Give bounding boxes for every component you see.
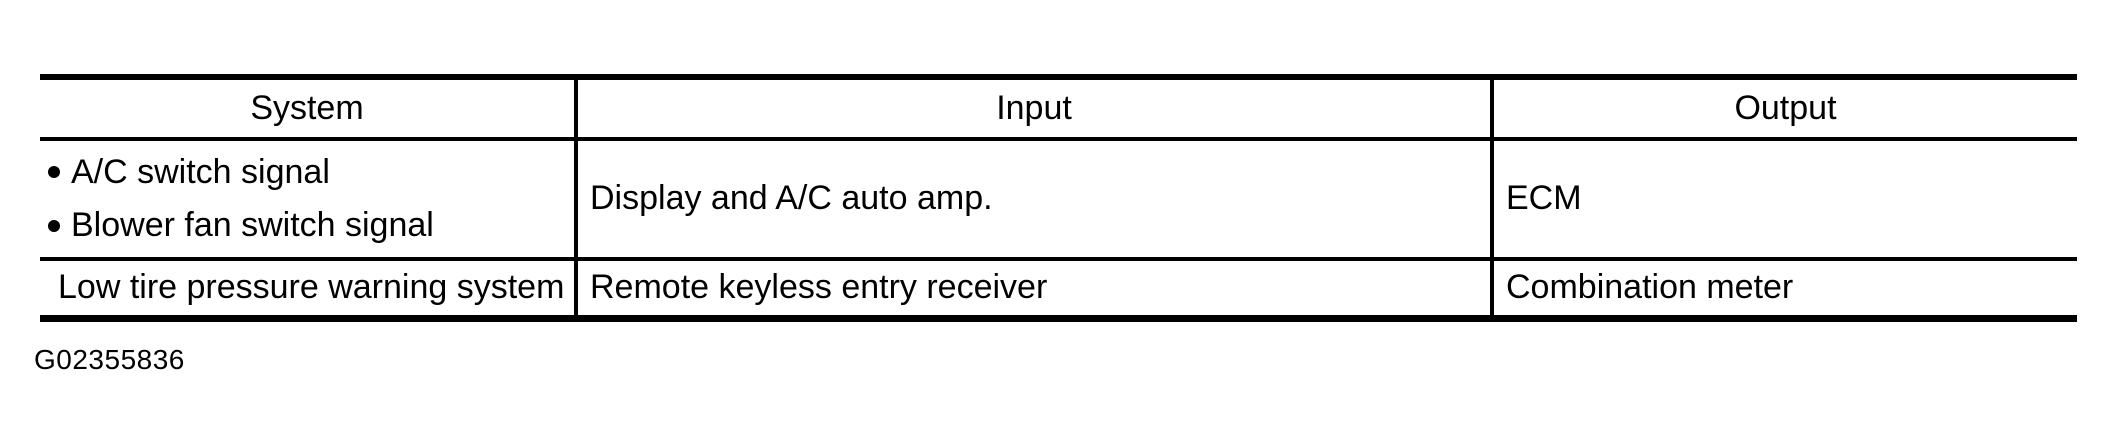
cell-input-row1-text: Display and A/C auto amp. bbox=[590, 179, 993, 218]
list-item: A/C switch signal bbox=[48, 153, 574, 192]
cell-input-row2: Remote keyless entry receiver bbox=[574, 261, 1490, 315]
cell-output-row1: ECM bbox=[1490, 141, 2077, 261]
column-header-system-label: System bbox=[250, 88, 364, 127]
cell-input-row2-text: Remote keyless entry receiver bbox=[590, 268, 1048, 307]
cell-output-row2: Combination meter bbox=[1490, 261, 2077, 315]
system-input-output-table: System Input Output A/C switch signal Bl… bbox=[40, 74, 2077, 322]
list-item-label: A/C switch signal bbox=[71, 152, 330, 191]
column-header-output: Output bbox=[1490, 80, 2077, 141]
cell-output-row2-text: Combination meter bbox=[1506, 268, 1794, 307]
cell-output-row1-text: ECM bbox=[1506, 179, 1582, 218]
list-item-label: Blower fan switch signal bbox=[71, 206, 434, 244]
column-header-system: System bbox=[40, 80, 574, 141]
cell-system-row2-text: Low tire pressure warning system bbox=[58, 268, 565, 307]
column-header-output-label: Output bbox=[1734, 88, 1837, 127]
list-item: Blower fan switch signal bbox=[48, 206, 574, 245]
bullet-icon bbox=[48, 166, 60, 179]
figure-id: G02355836 bbox=[34, 344, 185, 375]
cell-input-row1: Display and A/C auto amp. bbox=[574, 141, 1490, 261]
bullet-icon bbox=[48, 219, 60, 232]
cell-system-row1: A/C switch signal Blower fan switch sign… bbox=[40, 141, 574, 261]
column-header-input-label: Input bbox=[996, 88, 1072, 127]
cell-system-row2: Low tire pressure warning system bbox=[40, 261, 574, 315]
column-header-input: Input bbox=[574, 80, 1490, 141]
